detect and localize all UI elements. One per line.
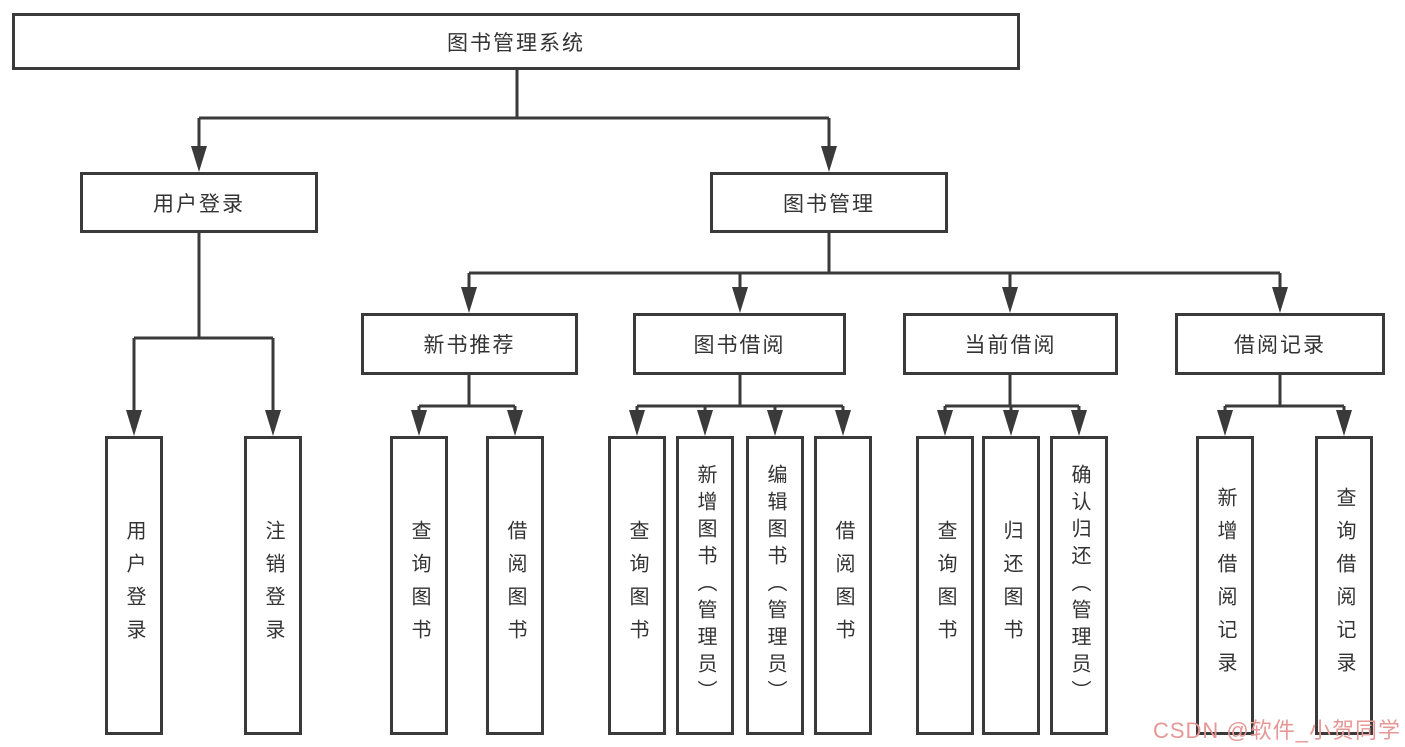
leaf-label: 用户登录 [123, 519, 145, 652]
leaf-query-books-borrowing: 查询图书 [608, 436, 666, 735]
leaf-return-books: 归还图书 [982, 436, 1040, 735]
node-current-borrowing: 当前借阅 [903, 313, 1118, 375]
node-label: 图书借阅 [693, 334, 786, 357]
node-label: 图书管理 [783, 192, 875, 216]
leaf-logout: 注销登录 [244, 436, 302, 735]
node-label: 用户登录 [153, 192, 245, 216]
node-new-book-recommend: 新书推荐 [361, 313, 578, 375]
leaf-label: 确认归还（管理员） [1068, 464, 1090, 707]
node-label: 图书管理系统 [447, 31, 585, 55]
csdn-watermark: CSDN @软件_小贺同学 [1152, 718, 1401, 743]
node-label: 借阅记录 [1234, 334, 1326, 357]
leaf-query-books-recommend: 查询图书 [390, 436, 448, 735]
leaf-user-login: 用户登录 [105, 436, 163, 735]
leaf-label: 归还图书 [1000, 519, 1022, 652]
node-label: 新书推荐 [423, 334, 516, 357]
leaf-add-books-admin: 新增图书（管理员） [676, 436, 734, 735]
node-book-borrowing: 图书借阅 [633, 313, 846, 375]
node-label: 当前借阅 [964, 334, 1057, 357]
leaf-label: 新增图书（管理员） [694, 464, 716, 707]
leaf-label: 借阅图书 [504, 519, 526, 652]
leaf-label: 查询图书 [934, 519, 956, 652]
leaf-label: 注销登录 [262, 519, 284, 652]
leaf-borrow-books-recommend: 借阅图书 [486, 436, 544, 735]
leaf-label: 借阅图书 [832, 519, 854, 652]
node-borrowing-records: 借阅记录 [1175, 313, 1385, 375]
leaf-add-borrow-record: 新增借阅记录 [1196, 436, 1254, 735]
leaf-query-borrow-record: 查询借阅记录 [1315, 436, 1373, 735]
leaf-edit-books-admin: 编辑图书（管理员） [746, 436, 804, 735]
node-book-management: 图书管理 [710, 172, 948, 233]
leaf-label: 查询图书 [626, 519, 648, 652]
leaf-query-books-current: 查询图书 [916, 436, 974, 735]
node-user-login: 用户登录 [80, 172, 318, 233]
leaf-label: 编辑图书（管理员） [764, 464, 786, 707]
leaf-confirm-return-admin: 确认归还（管理员） [1050, 436, 1108, 735]
leaf-label: 查询图书 [408, 519, 430, 652]
leaf-label: 查询借阅记录 [1333, 486, 1355, 685]
node-root: 图书管理系统 [12, 13, 1020, 70]
leaf-borrow-books: 借阅图书 [814, 436, 872, 735]
leaf-label: 新增借阅记录 [1214, 486, 1236, 685]
